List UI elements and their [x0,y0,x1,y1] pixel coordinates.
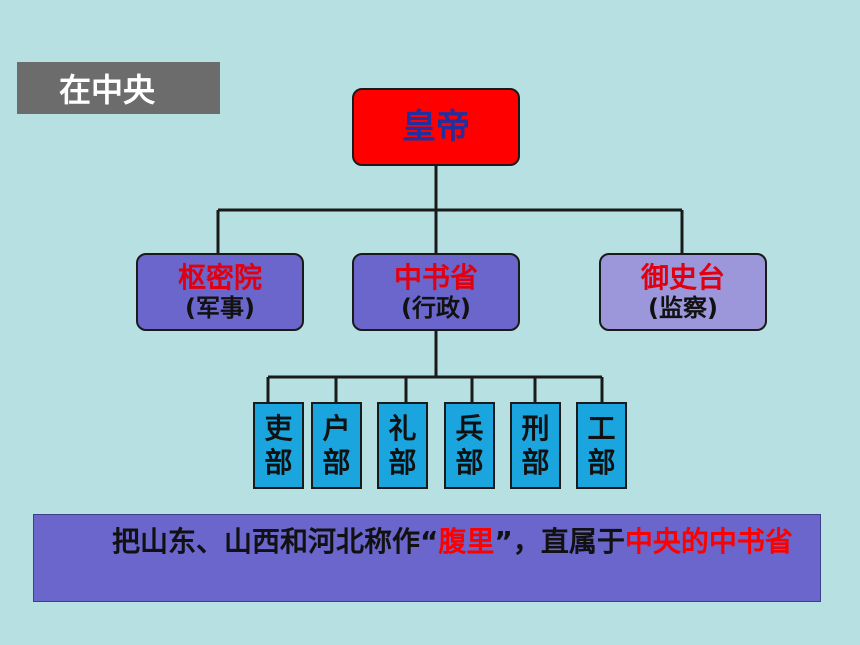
dept-rites: 礼 部 [377,402,428,489]
note-text-2: ”，直属于 [494,525,625,558]
dept-label-top: 吏 [264,411,293,445]
secretariat-name: 中书省 [393,260,478,294]
dept-label-top: 户 [322,411,351,445]
note-text-1: 把山东、山西和河北称作“ [112,525,439,558]
dept-label-bottom: 部 [322,445,351,479]
censorate-box: 御史台 (监察) [599,253,767,331]
dept-war: 兵 部 [444,402,495,489]
secretariat-box: 中书省 (行政) [352,253,520,331]
dept-revenue: 户 部 [311,402,362,489]
privy-council-role: (军事) [185,294,255,323]
privy-council-name: 枢密院 [177,260,262,294]
dept-label-top: 刑 [521,411,550,445]
dept-label-top: 工 [587,411,616,445]
dept-label-bottom: 部 [521,445,550,479]
section-tag: 在中央 [17,62,220,114]
emperor-box: 皇帝 [352,88,520,166]
dept-works: 工 部 [576,402,627,489]
dept-personnel: 吏 部 [253,402,304,489]
note-highlight-secretariat: 中央的中书省 [624,525,793,558]
note-highlight-heartland: 腹里 [438,525,495,558]
dept-label-bottom: 部 [455,445,484,479]
dept-label-bottom: 部 [388,445,417,479]
emperor-label: 皇帝 [402,106,470,147]
dept-justice: 刑 部 [510,402,561,489]
censorate-name: 御史台 [640,260,725,294]
dept-label-top: 兵 [455,411,484,445]
dept-label-bottom: 部 [587,445,616,479]
dept-label-bottom: 部 [264,445,293,479]
privy-council-box: 枢密院 (军事) [136,253,304,331]
explanation-note: 把山东、山西和河北称作“腹里”，直属于中央的中书省 [33,514,821,602]
dept-label-top: 礼 [388,411,417,445]
censorate-role: (监察) [648,294,718,323]
secretariat-role: (行政) [401,294,471,323]
